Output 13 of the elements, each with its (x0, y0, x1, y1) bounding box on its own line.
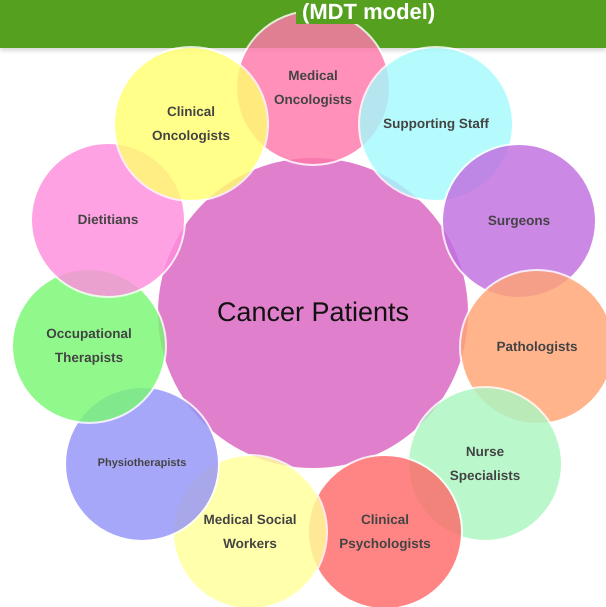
role-label: Clinical Psychologists (338, 511, 432, 553)
role-label: Physiotherapists (96, 456, 188, 472)
role-label: Clinical Oncologists (150, 103, 231, 145)
role-label: Dietitians (76, 211, 140, 230)
center-label: Cancer Patients (216, 296, 410, 330)
role-label: Nurse Specialists (448, 443, 522, 485)
role-label: Medical Social Workers (202, 511, 298, 553)
role-label: Pathologists (495, 338, 578, 356)
role-label: Medical Oncologists (272, 67, 353, 109)
role-label: Surgeons (486, 212, 552, 230)
role-label: Occupational Therapists (45, 325, 133, 367)
title: (MDT model) (296, 0, 442, 24)
role-label: Supporting Staff (382, 115, 490, 134)
